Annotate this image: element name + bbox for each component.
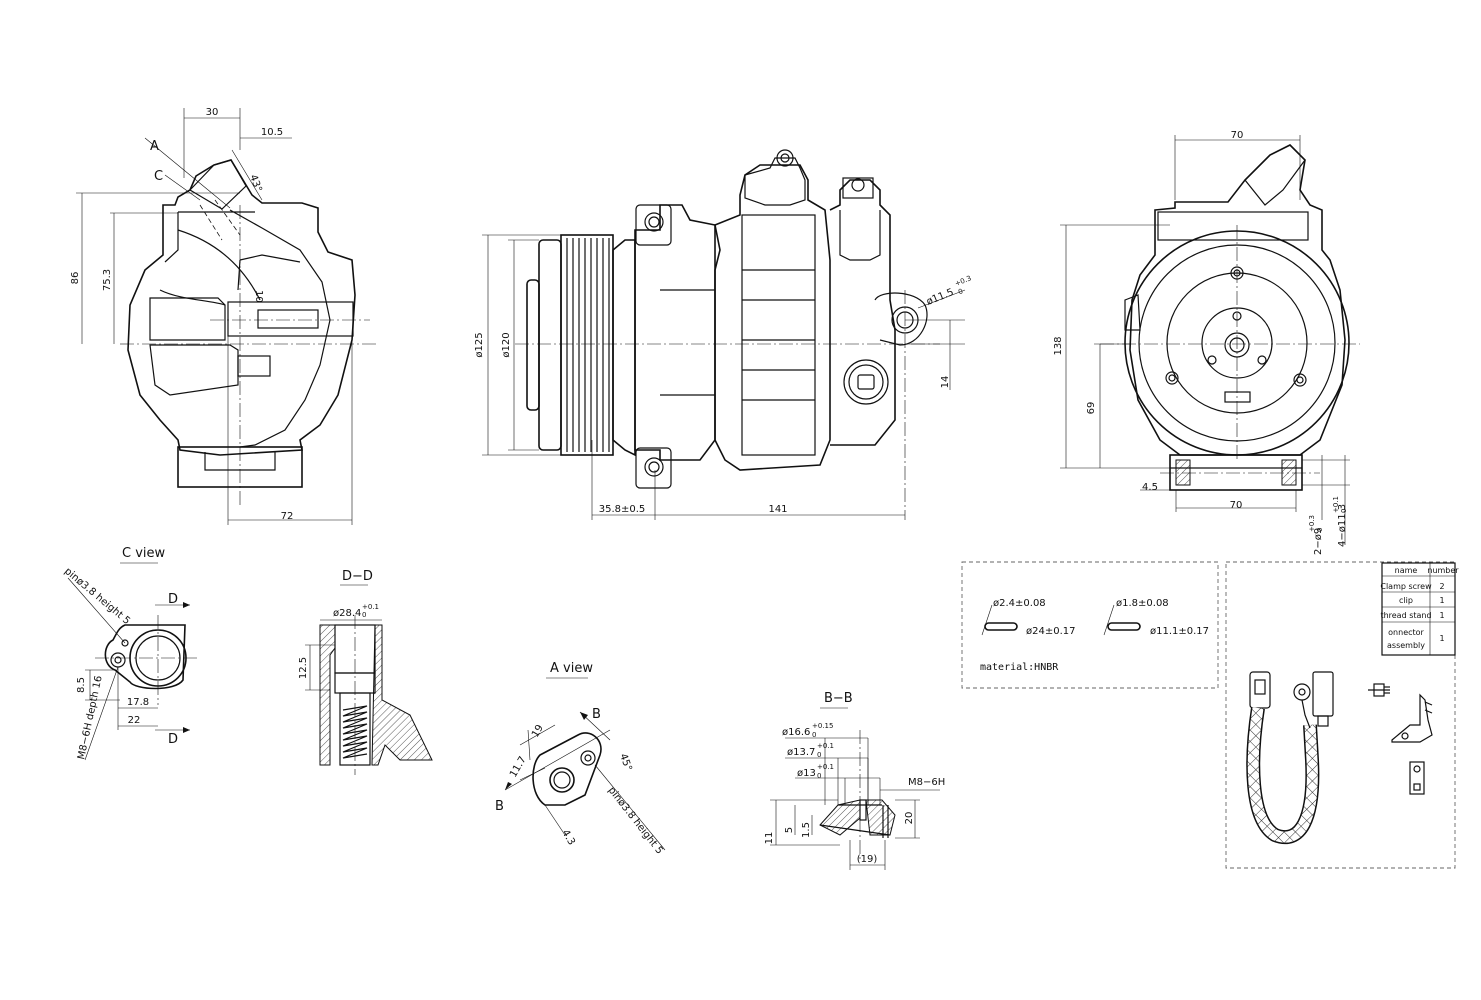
dim-hole: ø11.5 — [925, 287, 955, 308]
dim-height-inner: 75.3 — [102, 269, 113, 291]
dim-hole-tol2: 0 — [957, 287, 964, 296]
thread-stand-drawing — [1409, 761, 1425, 795]
pulley-grooves — [566, 238, 610, 452]
a-view-title: A view — [550, 661, 593, 676]
dim-length: 141 — [768, 504, 787, 515]
section-mark-b1: B — [592, 707, 601, 722]
table-row-1-number: 2 — [1439, 582, 1444, 591]
callout-c: C — [154, 169, 163, 184]
a-view-w: 19 — [530, 723, 546, 740]
dim-hole-tol: +0.3 — [954, 274, 973, 288]
c-view-d2: 22 — [128, 715, 141, 726]
dim-holes-large: 4−ø11.3 — [1337, 504, 1348, 547]
d-section-bore-tol2: 0 — [362, 611, 366, 619]
dim-holes-large-tol: +0.1 — [1332, 496, 1340, 513]
c-view: C view D D pinø3.8 height 5 M8−6H depth … — [62, 546, 200, 761]
table-header-number: number — [1427, 566, 1459, 575]
dim-base-width-rear: 70 — [1230, 500, 1243, 511]
b-section-w: (19) — [857, 854, 878, 865]
ring1-inner-diameter: ø24±0.17 — [1026, 626, 1076, 637]
table-row-4-name-line1: onnector — [1388, 628, 1424, 637]
c-view-title: C view — [122, 546, 166, 561]
b-section-h2: 5 — [784, 827, 795, 833]
ring2-inner-diameter: ø11.1±0.17 — [1150, 626, 1209, 637]
clamp-screw-drawing — [1368, 683, 1390, 697]
dim-top-width-rear: 70 — [1231, 130, 1244, 141]
a-view-angle: 45° — [617, 752, 633, 772]
table-row-2-number: 1 — [1439, 596, 1444, 605]
b-section-d3-tol: +0.1 — [817, 763, 834, 771]
connector-assembly-drawing — [1246, 671, 1334, 844]
b-section-title: B−B — [824, 691, 853, 706]
c-view-h: 8.5 — [76, 677, 87, 693]
callout-a: A — [150, 139, 159, 154]
dim-holes-small-tol2: 0 — [1316, 528, 1324, 532]
b-section-h4: 20 — [904, 812, 915, 825]
table-row-3-name: thread stand — [1380, 611, 1431, 620]
table-row-3-number: 1 — [1439, 611, 1444, 620]
b-section-d1-tol2: 0 — [812, 731, 816, 739]
a-view-pin: pinø3.8 height 5 — [606, 785, 665, 856]
b-section-d1-tol: +0.15 — [812, 722, 833, 730]
d-section-bore-tol: +0.1 — [362, 603, 379, 611]
a-view-off: 4.3 — [559, 828, 576, 847]
table-header-name: name — [1395, 566, 1418, 575]
b-section-d2-tol: +0.1 — [817, 742, 834, 750]
b-section-thread: M8−6H — [908, 777, 945, 788]
rear-view: 70 138 69 4.5 70 2−ø9 +0.3 0 4−ø11.3 +0.… — [1053, 130, 1360, 555]
table-row-4-name-line2: assembly — [1387, 641, 1425, 650]
a-view: A view B B 19 11.7 45° pinø3.8 height 5 … — [495, 661, 666, 857]
dim-pulley-outer: ø125 — [474, 332, 485, 357]
b-section-d3: ø13 — [797, 768, 816, 779]
dim-port: 10 — [253, 290, 264, 303]
d-section-depth: 12.5 — [298, 657, 309, 679]
material-label: material:HNBR — [980, 662, 1059, 673]
dim-holes-large-tol2: 0 — [1340, 509, 1348, 513]
b-section-d2: ø13.7 — [787, 747, 815, 758]
dim-offset: 10.5 — [261, 127, 283, 138]
dim-holes-small-tol: +0.3 — [1308, 515, 1316, 532]
b-section-d2-tol2: 0 — [817, 751, 821, 759]
dim-ear-height: 14 — [940, 376, 951, 389]
ring1-cross-section: ø2.4±0.08 — [993, 598, 1046, 609]
table-row-1-name: Clamp screw — [1380, 582, 1432, 591]
dim-pulley-offset: 35.8±0.5 — [599, 504, 646, 515]
section-mark-d1: D — [168, 592, 178, 607]
dim-holes-small: 2−ø9 — [1313, 528, 1324, 555]
ring2-cross-section: ø1.8±0.08 — [1116, 598, 1169, 609]
b-section-h3: 1.5 — [801, 822, 812, 838]
dim-pulley-inner: ø120 — [501, 332, 512, 357]
dim-height-total: 86 — [70, 272, 81, 285]
clip-drawing — [1391, 693, 1433, 743]
dim-edge: 4.5 — [1142, 482, 1158, 493]
d-section: D−D ø28.4 +0.1 0 12.5 — [298, 569, 433, 775]
side-view: ø125 ø120 35.8±0.5 141 ø11.5 +0.3 0 14 — [474, 149, 973, 520]
dim-base-width: 72 — [281, 511, 294, 522]
dim-height-center: 69 — [1086, 402, 1097, 415]
c-view-d1: 17.8 — [127, 697, 149, 708]
b-section: B−B ø16.6 +0.15 0 ø13.7 +0.1 — [764, 691, 945, 870]
dim-top-width: 30 — [206, 107, 219, 118]
dim-height-total-rear: 138 — [1053, 336, 1064, 355]
section-mark-d2: D — [168, 732, 178, 747]
section-mark-b2: B — [495, 799, 504, 814]
table-row-4-number: 1 — [1439, 634, 1444, 643]
a-view-h: 11.7 — [508, 755, 529, 780]
parts-box: name number Clamp screw 2 clip 1 thread … — [1225, 561, 1459, 869]
c-view-pin: pinø3.8 height 5 — [62, 566, 132, 627]
front-view: 30 10.5 43° 86 75.3 10 72 A C — [70, 107, 378, 525]
orings-box: ø2.4±0.08 ø24±0.17 ø1.8±0.08 ø11.1±0.17 … — [961, 561, 1219, 689]
b-section-d3-tol2: 0 — [817, 772, 821, 780]
d-section-title: D−D — [342, 569, 373, 584]
d-section-bore: ø28.4 — [333, 608, 361, 619]
b-section-h1: 11 — [764, 832, 775, 845]
b-section-d1: ø16.6 — [782, 727, 810, 738]
table-row-2-name: clip — [1399, 596, 1413, 605]
